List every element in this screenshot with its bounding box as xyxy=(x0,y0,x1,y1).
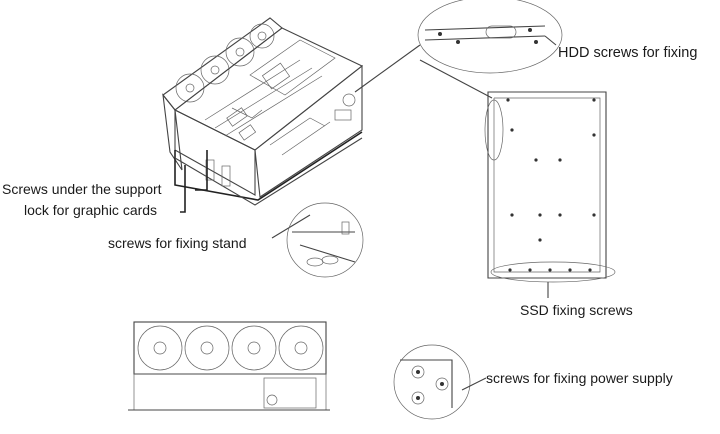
power-supply-screws-label: screws for fixing power supply xyxy=(486,370,673,386)
fixing-stand-label: screws for fixing stand xyxy=(108,235,247,251)
front-fan-view xyxy=(128,321,330,411)
hdd-zoom-detail xyxy=(417,0,563,74)
support-lock-label-line2: lock for graphic cards xyxy=(24,202,158,218)
leader-line-support-lock xyxy=(195,150,208,191)
psu-zoom-detail xyxy=(393,344,487,420)
side-panel-view xyxy=(419,59,616,283)
support-lock-label-line1: Screws under the support xyxy=(2,181,162,197)
hdd-screws-label: HDD screws for fixing xyxy=(558,45,698,61)
stand-zoom-detail xyxy=(271,202,364,278)
fan-icon xyxy=(175,23,275,103)
leader-line-hdd xyxy=(354,44,421,93)
chassis-isometric-view xyxy=(162,17,364,206)
fan-icon xyxy=(137,325,324,371)
ssd-screws-label: SSD fixing screws xyxy=(520,302,633,318)
